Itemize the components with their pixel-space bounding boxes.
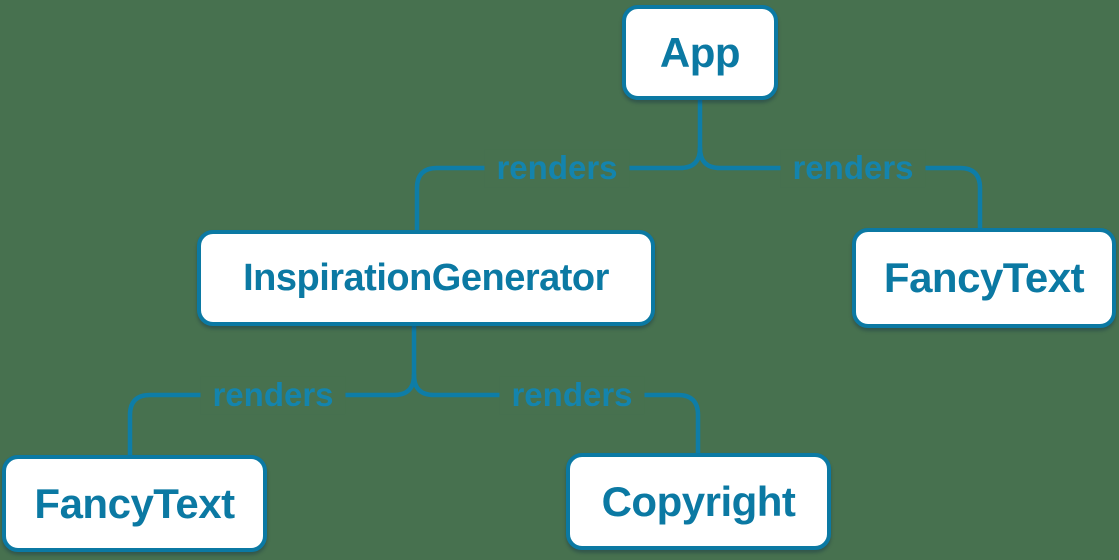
edge-app-to-inspiration-generator (414, 145, 703, 234)
node-fancy-text-bottom-label: FancyText (34, 479, 235, 527)
node-app: App (622, 5, 778, 100)
edge-label-app-fancy-text: renders (780, 149, 926, 187)
node-copyright: Copyright (566, 453, 831, 550)
edge-label-inspiration-generator-copyright: renders (499, 376, 645, 414)
edge-app-to-fancy-text (697, 145, 983, 232)
node-fancy-text-top: FancyText (852, 228, 1116, 328)
edge-inspiration-generator-to-fancy-text (127, 372, 417, 459)
node-fancy-text-bottom: FancyText (2, 455, 267, 552)
edge-inspiration-generator-to-copyright (411, 372, 701, 458)
node-fancy-text-top-label: FancyText (883, 254, 1085, 301)
node-inspiration-generator-label: InspirationGenerator (243, 256, 609, 299)
node-app-label: App (659, 28, 741, 76)
edge-label-inspiration-generator-fancy-text: renders (200, 376, 346, 414)
edge-label-app-inspiration-generator: renders (484, 149, 630, 187)
node-inspiration-generator: InspirationGenerator (197, 230, 655, 326)
node-copyright-label: Copyright (601, 477, 796, 525)
